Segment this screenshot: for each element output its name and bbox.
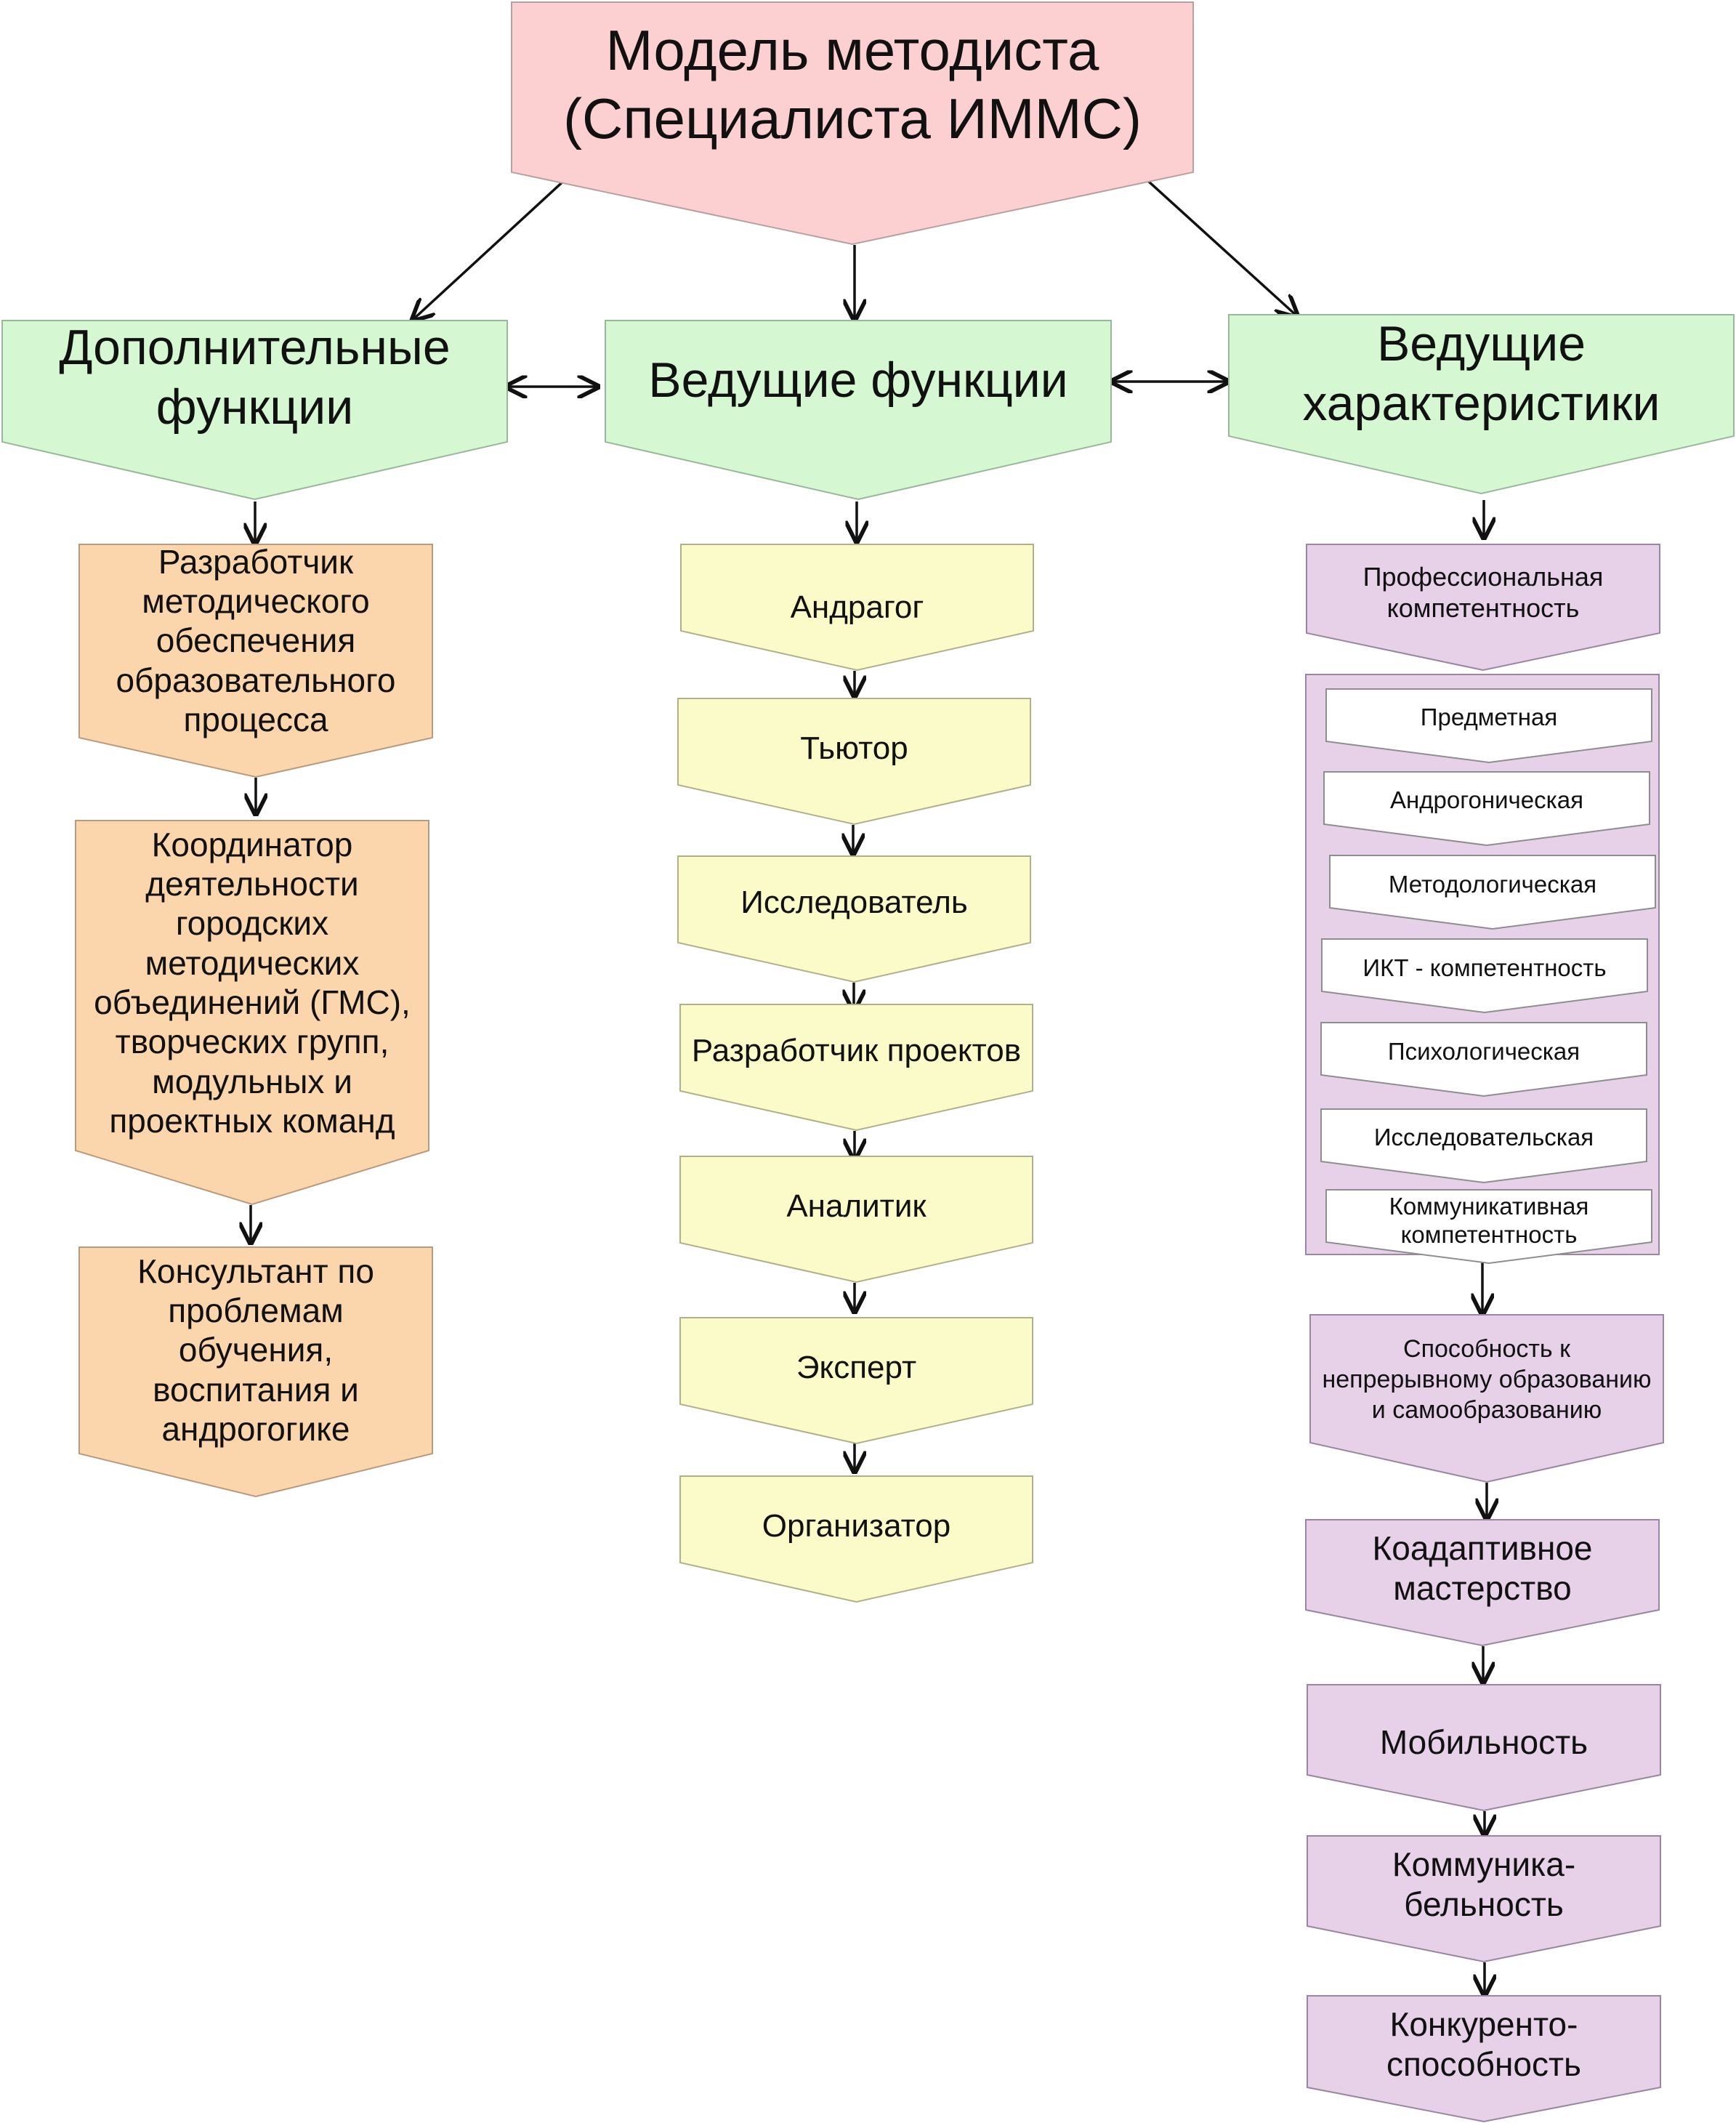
- competence-communicative: Коммуникативная компетентность: [1325, 1189, 1652, 1265]
- characteristic-competitiveness: Конкуренто-способность: [1307, 1995, 1661, 2123]
- additional-function-label: Консультант по проблемам обучения, воспи…: [137, 1252, 374, 1448]
- shape-outline: [1329, 855, 1656, 930]
- competence-label: Андрогоническая: [1390, 786, 1583, 813]
- header-leading-functions-label: Ведущие функции: [648, 353, 1068, 408]
- leading-function-label: Тьютор: [800, 730, 908, 767]
- shape-outline: [1307, 1995, 1661, 2123]
- header-leading-characteristics: Ведущие характеристики: [1228, 314, 1735, 495]
- leading-function-label: Исследователь: [740, 885, 968, 921]
- shape-outline: [679, 1317, 1033, 1445]
- competence-methodological: Методологическая: [1329, 855, 1656, 930]
- arrow-root-to-characteristics: [1139, 173, 1297, 316]
- competence-research: Исследовательская: [1320, 1108, 1647, 1184]
- competence-label: Методологическая: [1388, 870, 1597, 898]
- header-characteristics-line1: Ведущие: [1376, 315, 1586, 371]
- header-leading-functions: Ведущие функции: [605, 320, 1112, 501]
- leading-function-label: Аналитик: [786, 1188, 926, 1225]
- competence-psychological: Психологическая: [1320, 1022, 1647, 1097]
- characteristic-label: Мобильность: [1379, 1723, 1588, 1761]
- leading-function-tutor: Тьютор: [677, 698, 1031, 826]
- shape-outline: [1, 320, 508, 501]
- characteristic-label: Профессиональная компетентность: [1362, 562, 1604, 623]
- leading-function-andragog: Андрагог: [680, 544, 1034, 672]
- shape-outline: [679, 1475, 1033, 1603]
- competence-label: ИКТ - компетентность: [1362, 954, 1607, 981]
- header-leading-characteristics-label: Ведущие характеристики: [1228, 314, 1735, 434]
- shape-outline: [511, 1, 1194, 246]
- shape-outline: [1305, 1519, 1660, 1647]
- characteristic-coadaptive-mastery: Коадаптивное мастерство: [1305, 1519, 1660, 1647]
- shape-outline: [1320, 1108, 1647, 1184]
- shape-outline: [1307, 1835, 1661, 1963]
- characteristic-label: Коадаптивное мастерство: [1372, 1529, 1593, 1607]
- additional-function-developer: Разработчик методического обеспечения об…: [78, 542, 433, 778]
- root-title-line1: Модель методиста: [605, 18, 1099, 83]
- characteristic-continuous-education: Способность к непрерывному образованию и…: [1309, 1314, 1664, 1483]
- root-title-line2: (Специалиста ИММС): [563, 86, 1142, 150]
- leading-function-expert: Эксперт: [679, 1317, 1033, 1445]
- characteristic-label: Коммуника-бельность: [1392, 1845, 1576, 1923]
- additional-function-label: Разработчик методического обеспечения об…: [116, 542, 396, 738]
- shape-outline: [78, 1246, 433, 1498]
- shape-outline: [1228, 314, 1735, 495]
- characteristic-label: Способность к непрерывному образованию и…: [1322, 1334, 1652, 1425]
- competence-ict: ИКТ - компетентность: [1321, 938, 1648, 1014]
- header-additional-line1: Дополнительные: [59, 320, 451, 376]
- leading-function-project-developer: Разработчик проектов: [679, 1004, 1033, 1132]
- shape-outline: [1325, 1189, 1652, 1265]
- shape-outline: [1307, 1684, 1661, 1812]
- additional-function-coordinator: Координатор деятельности городских метод…: [75, 820, 429, 1206]
- shape-outline: [605, 320, 1112, 501]
- leading-function-label: Эксперт: [796, 1350, 917, 1386]
- characteristic-label: Конкуренто-способность: [1386, 2005, 1581, 2083]
- root-label: Модель методиста (Специалиста ИММС): [511, 1, 1194, 169]
- shape-outline: [677, 698, 1031, 826]
- shape-outline: [679, 1004, 1033, 1132]
- shape-outline: [1321, 938, 1648, 1014]
- shape-outline: [1309, 1314, 1664, 1483]
- header-additional-label: Дополнительные функции: [1, 320, 508, 436]
- competence-androgonic: Андрогоническая: [1323, 771, 1650, 847]
- arrow-root-to-additional: [413, 177, 568, 320]
- shape-outline: [75, 820, 429, 1206]
- leading-function-researcher: Исследователь: [677, 855, 1031, 983]
- characteristic-communicability: Коммуника-бельность: [1307, 1835, 1661, 1963]
- competence-subject: Предметная: [1325, 688, 1652, 764]
- competence-label: Психологическая: [1387, 1037, 1580, 1065]
- additional-function-label: Координатор деятельности городских метод…: [94, 825, 411, 1140]
- additional-function-consultant: Консультант по проблемам обучения, воспи…: [78, 1246, 433, 1498]
- shape-outline: [679, 1156, 1033, 1284]
- shape-outline: [1320, 1022, 1647, 1097]
- leading-function-label: Организатор: [762, 1508, 951, 1544]
- leading-function-organizer: Организатор: [679, 1475, 1033, 1603]
- competence-label: Исследовательская: [1373, 1123, 1594, 1151]
- header-characteristics-line2: характеристики: [1302, 375, 1660, 431]
- header-additional-line2: функции: [156, 379, 354, 435]
- shape-outline: [78, 544, 433, 778]
- root-node: Модель методиста (Специалиста ИММС): [511, 1, 1194, 246]
- header-additional-functions: Дополнительные функции: [1, 320, 508, 501]
- leading-function-label: Разработчик проектов: [691, 1033, 1022, 1069]
- characteristic-professional-competence: Профессиональная компетентность: [1306, 544, 1660, 672]
- shape-outline: [1323, 771, 1650, 847]
- leading-function-analyst: Аналитик: [679, 1156, 1033, 1284]
- competence-label: Предметная: [1420, 703, 1558, 730]
- shape-outline: [677, 855, 1031, 983]
- shape-outline: [1325, 688, 1652, 764]
- competence-label: Коммуникативная компетентность: [1389, 1193, 1589, 1248]
- characteristic-mobility: Мобильность: [1307, 1684, 1661, 1812]
- shape-outline: [1306, 544, 1660, 672]
- shape-outline: [680, 544, 1034, 672]
- leading-function-label: Андрагог: [790, 589, 924, 625]
